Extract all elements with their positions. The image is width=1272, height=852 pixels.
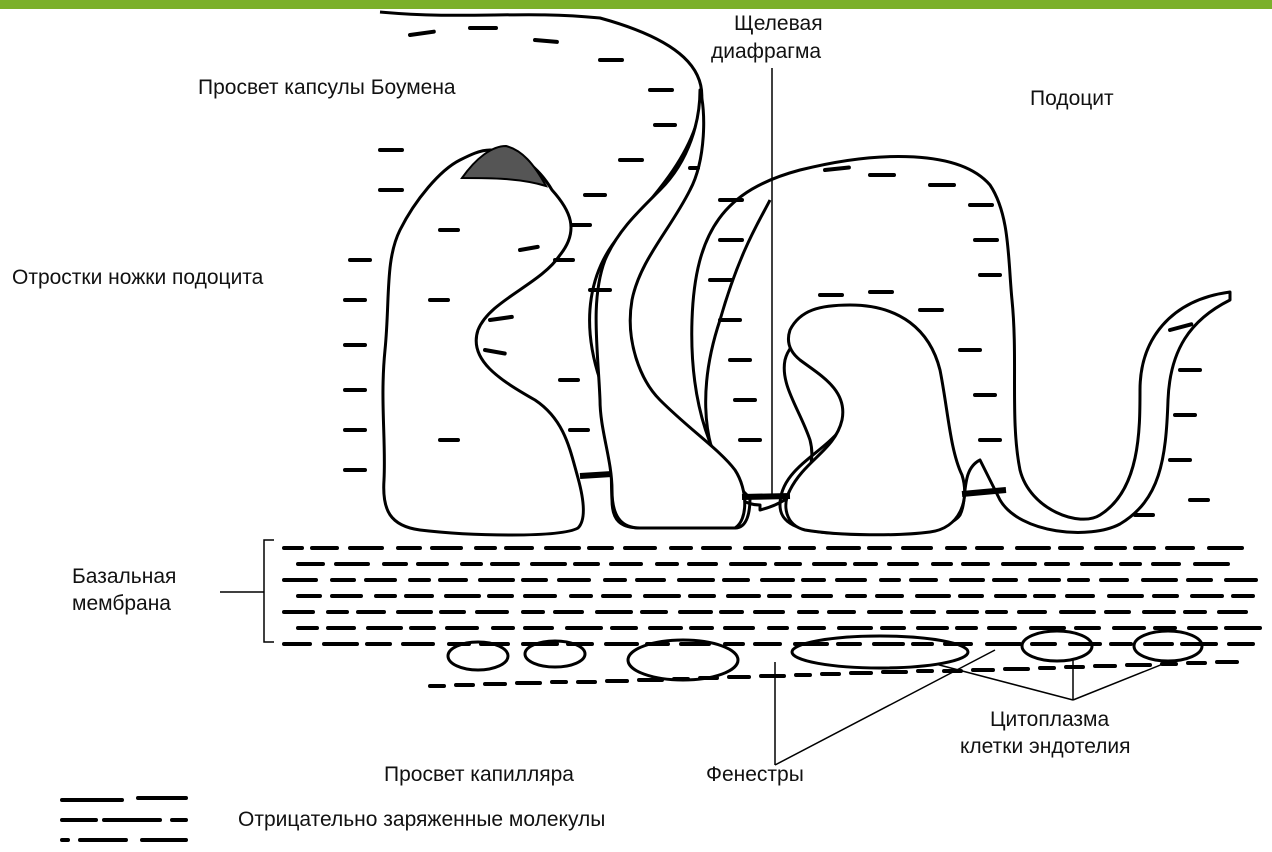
left-foot-process: [383, 150, 583, 535]
fenestrae-label: Фенестры: [706, 763, 804, 787]
slit-diaphragm-3: [962, 490, 1006, 494]
endothelial-cytoplasm-4: [792, 636, 968, 668]
negative-molecule-dash: [485, 350, 505, 354]
negative-molecule-dash: [535, 40, 557, 42]
foot-processes-label: Отростки ножки подоцита: [12, 266, 263, 290]
capillary-lumen-label: Просвет капилляра: [384, 763, 574, 787]
basement-membrane-bracket: [264, 540, 274, 642]
basement-membrane-label-line2: мембрана: [72, 592, 171, 616]
legend-negative-molecules-label: Отрицательно заряженные молекулы: [238, 808, 605, 832]
slit-diaphragm-label-line2: диафрагма: [711, 40, 821, 64]
negative-molecule-dash: [490, 317, 512, 320]
slit-diaphragm-label-line1: Щелевая: [734, 12, 823, 36]
slit-diaphragm-2: [742, 496, 790, 497]
bowman-capsule-lumen-label: Просвет капсулы Боумена: [198, 76, 456, 100]
negative-molecule-dash: [825, 168, 849, 171]
basement-membrane-label-line1: Базальная: [72, 565, 176, 589]
endothelial-cytoplasm-label-line1: Цитоплазма: [990, 708, 1109, 732]
slit-diaphragm-1: [580, 474, 612, 476]
endothelial-cytoplasm-label-line2: клетки эндотелия: [960, 735, 1131, 759]
endothelial-cytoplasm-1: [448, 642, 508, 670]
legend-dash-symbol: [62, 798, 186, 840]
podocyte-label: Подоцит: [1030, 87, 1114, 111]
